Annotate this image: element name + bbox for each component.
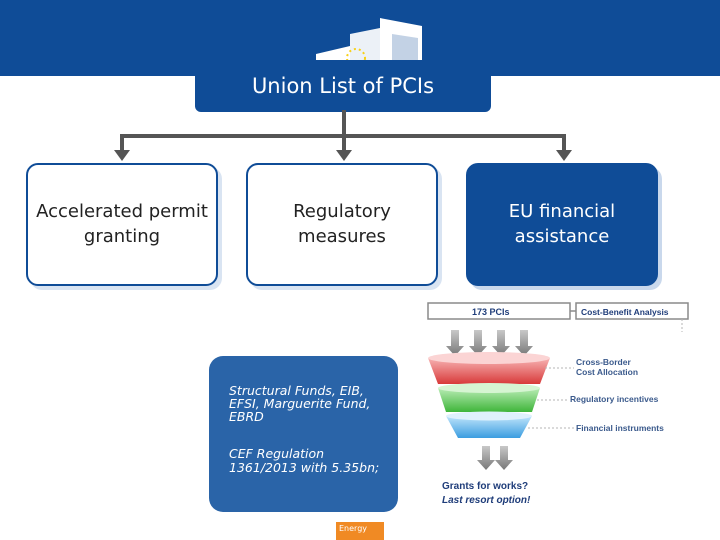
last-resort-label: Last resort option! [442,495,531,506]
financial-instruments-label: Financial instruments [576,423,664,433]
cef-regulation-text: CEF Regulation 1361/2013 with 5.35bn; [229,446,380,475]
card-permit-granting: Accelerated permit granting [26,163,218,286]
funnel-layer-red [428,358,550,384]
cross-border-label-1: Cross-Border [576,357,631,367]
title-box: Union List of PCIs [195,60,491,112]
card-label: Accelerated permit granting [36,201,208,247]
energy-tag: Energy [336,522,384,540]
card-label: Regulatory measures [293,201,391,247]
diagram-title: Union List of PCIs [251,74,435,98]
input-arrows [446,330,533,356]
funnel-layer-blue [446,416,532,438]
pci-count-label: 173 PCIs [472,307,510,317]
pci-funnel-graphic: 173 PCIs Cost-Benefit Analysis Cross-Bor… [427,302,689,506]
grants-label: Grants for works? [442,481,528,492]
funding-sources-box: Structural Funds, EIB, EFSI, Marguerite … [209,356,398,512]
regulatory-incentives-label: Regulatory incentives [570,394,659,404]
cross-border-label-2: Cost Allocation [576,367,638,377]
funding-sources-text: Structural Funds, EIB, EFSI, Marguerite … [229,383,371,425]
output-arrows [477,446,513,470]
funnel-layer-green [438,388,540,412]
cba-label: Cost-Benefit Analysis [581,307,669,317]
card-label: EU financial assistance [508,201,616,247]
card-regulatory-measures: Regulatory measures [246,163,438,286]
card-eu-financial-assistance: EU financial assistance [466,163,658,286]
